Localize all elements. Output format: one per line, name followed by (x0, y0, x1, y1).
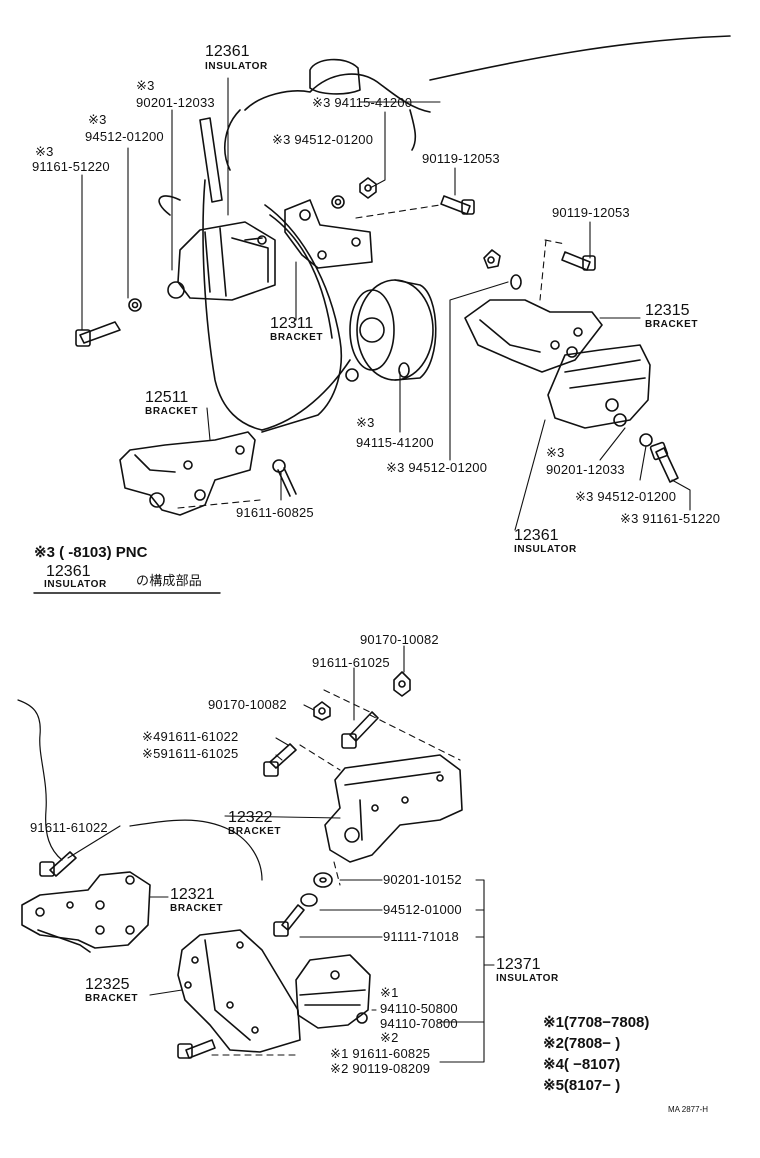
part-number-label: 90170-10082 (208, 697, 287, 712)
label-12311: 12311 (270, 315, 314, 332)
part-number-label: ※3 94512-01200 (272, 132, 374, 147)
insulator-12361-right (547, 344, 651, 429)
part-number-label: 90119-12053 (552, 205, 630, 220)
legend-item-2: ※2(7808− ) (543, 1035, 621, 1052)
leader-lines-top (81, 77, 691, 531)
label-12511: 12511 (145, 389, 189, 406)
label-12321: 12321 (170, 886, 215, 903)
label-12361-right: 12361 (514, 527, 559, 544)
note-marker: ※3 (35, 144, 54, 159)
note-japanese: の構成部品 (136, 573, 203, 588)
part-number-label: 90119-12053 (422, 151, 500, 166)
legend-item-1: ※1(7708−7808) (543, 1014, 650, 1031)
note-part-number: 12361 (46, 563, 91, 580)
bracket-12311 (284, 199, 373, 269)
part-number-label: ※1 91611-60825 (330, 1046, 431, 1061)
part-number-label: 91161-51220 (32, 159, 110, 174)
part-number-label: 91111-71018 (383, 929, 459, 944)
note-marker: ※2 (380, 1030, 399, 1045)
part-number-label: ※491611-61022 (142, 729, 239, 744)
note-marker: ※3 (88, 112, 107, 127)
insulator-12371 (295, 954, 371, 1029)
part-number-label: ※2 90119-08209 (330, 1061, 431, 1076)
hardware-top (75, 177, 679, 497)
bracket-12511 (119, 431, 256, 516)
frame-outline (17, 699, 263, 881)
label-bracket-12322: BRACKET (228, 826, 282, 837)
part-number-label: ※591611-61025 (142, 746, 239, 761)
document-code: MA 2877-H (668, 1105, 709, 1114)
note-marker: ※1 (380, 985, 399, 1000)
label-bracket-12321: BRACKET (170, 903, 224, 914)
note-marker: ※3 (356, 415, 375, 430)
label-insulator-12371: INSULATOR (496, 973, 559, 984)
part-number-label: 94512-01000 (383, 902, 462, 917)
note-insulator: INSULATOR (44, 579, 107, 590)
alternator (345, 279, 437, 382)
label-12322: 12322 (228, 809, 273, 826)
part-number-label: ※3 91161-51220 (620, 511, 721, 526)
part-number-label: 91611-61022 (30, 820, 108, 835)
note-pnc: ※3 ( -8103) PNC (34, 544, 148, 561)
label-insulator-right: INSULATOR (514, 544, 577, 555)
bracket-12322 (324, 754, 463, 863)
legend-item-4: ※4( −8107) (543, 1056, 621, 1073)
part-number-label: 90201-12033 (546, 462, 625, 477)
note-marker: ※3 (546, 445, 565, 460)
part-number-label: ※3 94512-01200 (386, 460, 488, 475)
part-number-label: 91611-61025 (312, 655, 390, 670)
note-marker: ※3 (136, 78, 155, 93)
label-12361-top: 12361 (205, 43, 250, 60)
part-number-label: ※3 94512-01200 (575, 489, 677, 504)
legend-item-5: ※5(8107− ) (543, 1077, 621, 1094)
label-12315: 12315 (645, 302, 690, 319)
insulator-12361-top (167, 221, 276, 301)
part-number-label: 94110-50800 (380, 1001, 458, 1016)
label-bracket-12311: BRACKET (270, 332, 324, 343)
bracket-12321 (21, 871, 151, 953)
part-number-label: 91611-60825 (236, 505, 314, 520)
label-bracket-12511: BRACKET (145, 406, 199, 417)
engine-outline (158, 35, 731, 433)
part-number-label: 94512-01200 (85, 129, 164, 144)
part-number-label: 94110-70800 (380, 1016, 458, 1031)
label-bracket-12315: BRACKET (645, 319, 699, 330)
bracket-12315 (464, 299, 603, 373)
label-12371: 12371 (496, 956, 541, 973)
label-insulator-top: INSULATOR (205, 61, 268, 72)
part-number-label: 94115-41200 (356, 435, 434, 450)
part-number-label: ※3 94115-41200 (312, 95, 413, 110)
part-number-label: 90201-10152 (383, 872, 462, 887)
part-number-label: 90170-10082 (360, 632, 439, 647)
label-12325: 12325 (85, 976, 130, 993)
part-number-label: 90201-12033 (136, 95, 215, 110)
leader-lines-bottom (67, 645, 495, 1063)
hardware-bottom (39, 671, 411, 1059)
label-bracket-12325: BRACKET (85, 993, 139, 1004)
bracket-12325 (177, 929, 301, 1053)
